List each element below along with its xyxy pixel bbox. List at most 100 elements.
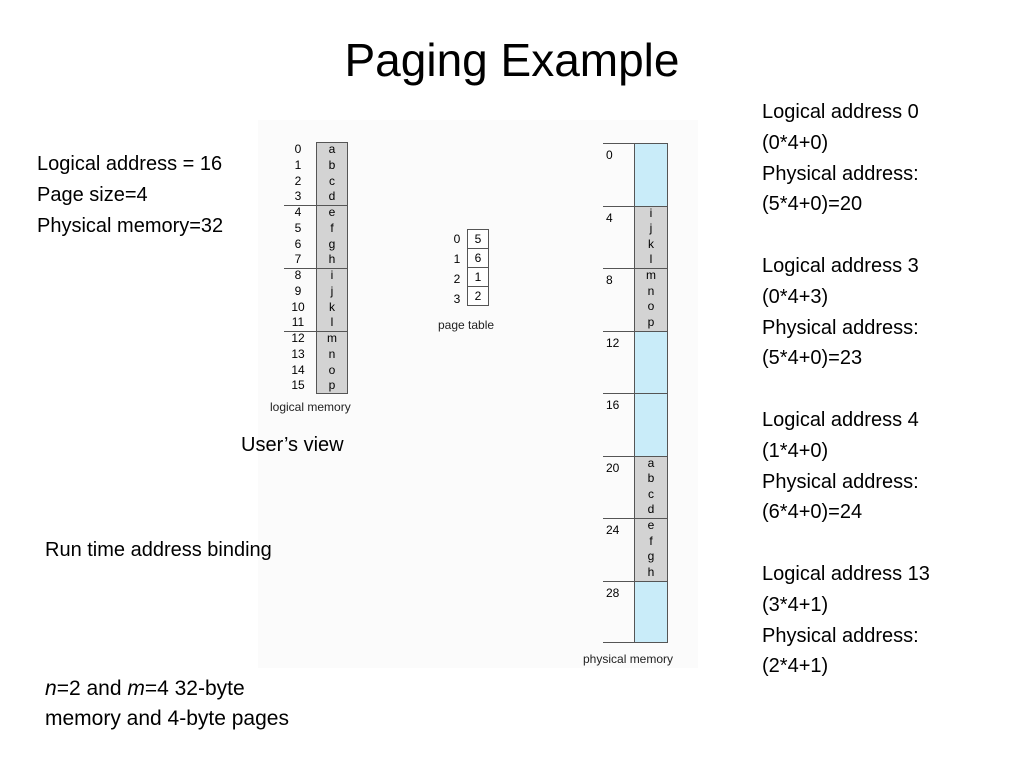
note-1-line1: Logical address 3	[762, 254, 919, 277]
physical-byte: p	[647, 314, 655, 329]
frame-address: 28	[606, 585, 620, 600]
page-table-entry: 6	[467, 248, 489, 268]
logical-address: 13	[291, 346, 305, 361]
page-table-index: 1	[453, 252, 461, 266]
logical-address: 3	[294, 189, 302, 204]
note-2-line1: Logical address 4	[762, 408, 919, 431]
info-logical-address: Logical address = 16	[37, 153, 223, 175]
physical-byte: j	[649, 221, 653, 236]
physical-frame	[635, 143, 667, 206]
frame-divider-tick	[603, 393, 634, 394]
m-value: =4 32-byte	[144, 677, 245, 700]
frame-divider	[635, 455, 667, 457]
frame-address: 16	[606, 398, 620, 412]
frame-divider-tick	[603, 518, 634, 519]
physical-byte: g	[647, 549, 655, 564]
frame-divider-tick	[603, 455, 634, 457]
physical-memory-caption: physical memory	[583, 652, 674, 666]
logical-address: 11	[291, 315, 305, 330]
note-1-line4: (5*4+0)=23	[762, 347, 863, 370]
logical-byte: o	[328, 362, 336, 377]
m-variable: m	[127, 677, 145, 700]
page-table-caption: page table	[438, 318, 495, 332]
logical-memory-caption: logical memory	[270, 400, 351, 414]
page-table-index: 2	[453, 272, 461, 286]
logical-address: 0	[294, 142, 302, 156]
physical-byte: o	[647, 299, 655, 314]
logical-byte: f	[330, 220, 334, 235]
logical-byte: d	[328, 189, 336, 204]
physical-byte: d	[647, 502, 655, 517]
runtime-binding-label: Run time address binding	[45, 539, 272, 561]
note-3-line4: (2*4+1)	[762, 655, 829, 678]
frame-divider	[635, 393, 667, 394]
note-2-line3: Physical address:	[762, 470, 919, 493]
frame-divider-tick	[603, 642, 634, 643]
page-table-entry: 2	[467, 286, 489, 306]
frame-divider-tick	[603, 268, 634, 269]
physical-byte: l	[649, 252, 653, 267]
frame-divider	[635, 580, 667, 582]
logical-byte: h	[328, 252, 336, 267]
note-3-line1: Logical address 13	[762, 562, 930, 585]
logical-byte: i	[330, 268, 334, 282]
logical-byte: j	[330, 283, 334, 298]
page-divider	[317, 205, 347, 206]
logical-byte: g	[328, 236, 336, 251]
frame-address: 8	[606, 273, 613, 287]
frame-address: 24	[606, 523, 620, 537]
page-table-index: 3	[453, 292, 461, 306]
note-3-line2: (3*4+1)	[762, 593, 829, 616]
physical-byte: a	[647, 455, 655, 470]
n-value: =2 and	[56, 677, 128, 700]
logical-address: 9	[294, 283, 302, 298]
logical-address: 15	[291, 378, 305, 393]
logical-address: 5	[294, 220, 302, 235]
page-table-index: 0	[453, 232, 461, 246]
note-1-line3: Physical address:	[762, 316, 919, 339]
frame-address: 20	[606, 460, 620, 475]
frame-address: 4	[606, 210, 613, 225]
frame-divider-tick	[603, 205, 634, 207]
info-block: Logical address = 16 Page size=4 Physica…	[37, 149, 223, 242]
slide-title: Paging Example	[344, 34, 680, 86]
physical-byte: b	[647, 471, 655, 486]
logical-address: 14	[291, 362, 305, 377]
logical-memory-column	[316, 142, 348, 394]
logical-byte: n	[328, 346, 336, 361]
frame-divider	[635, 205, 667, 207]
frame-address: 12	[606, 335, 620, 350]
physical-frame	[635, 393, 667, 456]
logical-byte: e	[328, 205, 336, 219]
logical-address: 2	[294, 173, 302, 188]
note-0-line4: (5*4+0)=20	[762, 193, 863, 216]
logical-byte: l	[330, 315, 334, 330]
logical-byte: k	[329, 299, 335, 314]
page-divider	[317, 331, 347, 332]
logical-byte: a	[328, 142, 336, 156]
logical-byte: b	[328, 157, 336, 172]
info-page-size: Page size=4	[37, 184, 148, 206]
note-0-line2: (0*4+0)	[762, 131, 829, 154]
physical-byte: f	[649, 533, 653, 548]
logical-address: 6	[294, 236, 302, 251]
page-divider-tick	[284, 268, 316, 269]
frame-divider	[635, 330, 667, 332]
physical-frame	[635, 330, 667, 394]
note-0-line1: Logical address 0	[762, 101, 919, 123]
logical-byte: p	[328, 378, 336, 393]
n-variable: n	[45, 677, 57, 700]
info-physical-memory: Physical memory=32	[37, 215, 224, 237]
frame-divider	[635, 518, 667, 519]
physical-byte: e	[647, 518, 655, 532]
physical-byte: i	[649, 205, 653, 220]
users-view-label: User’s view	[241, 434, 344, 456]
page-divider-tick	[284, 331, 316, 332]
physical-byte: c	[648, 486, 654, 501]
physical-byte: m	[646, 268, 656, 282]
logical-address: 8	[294, 268, 302, 282]
